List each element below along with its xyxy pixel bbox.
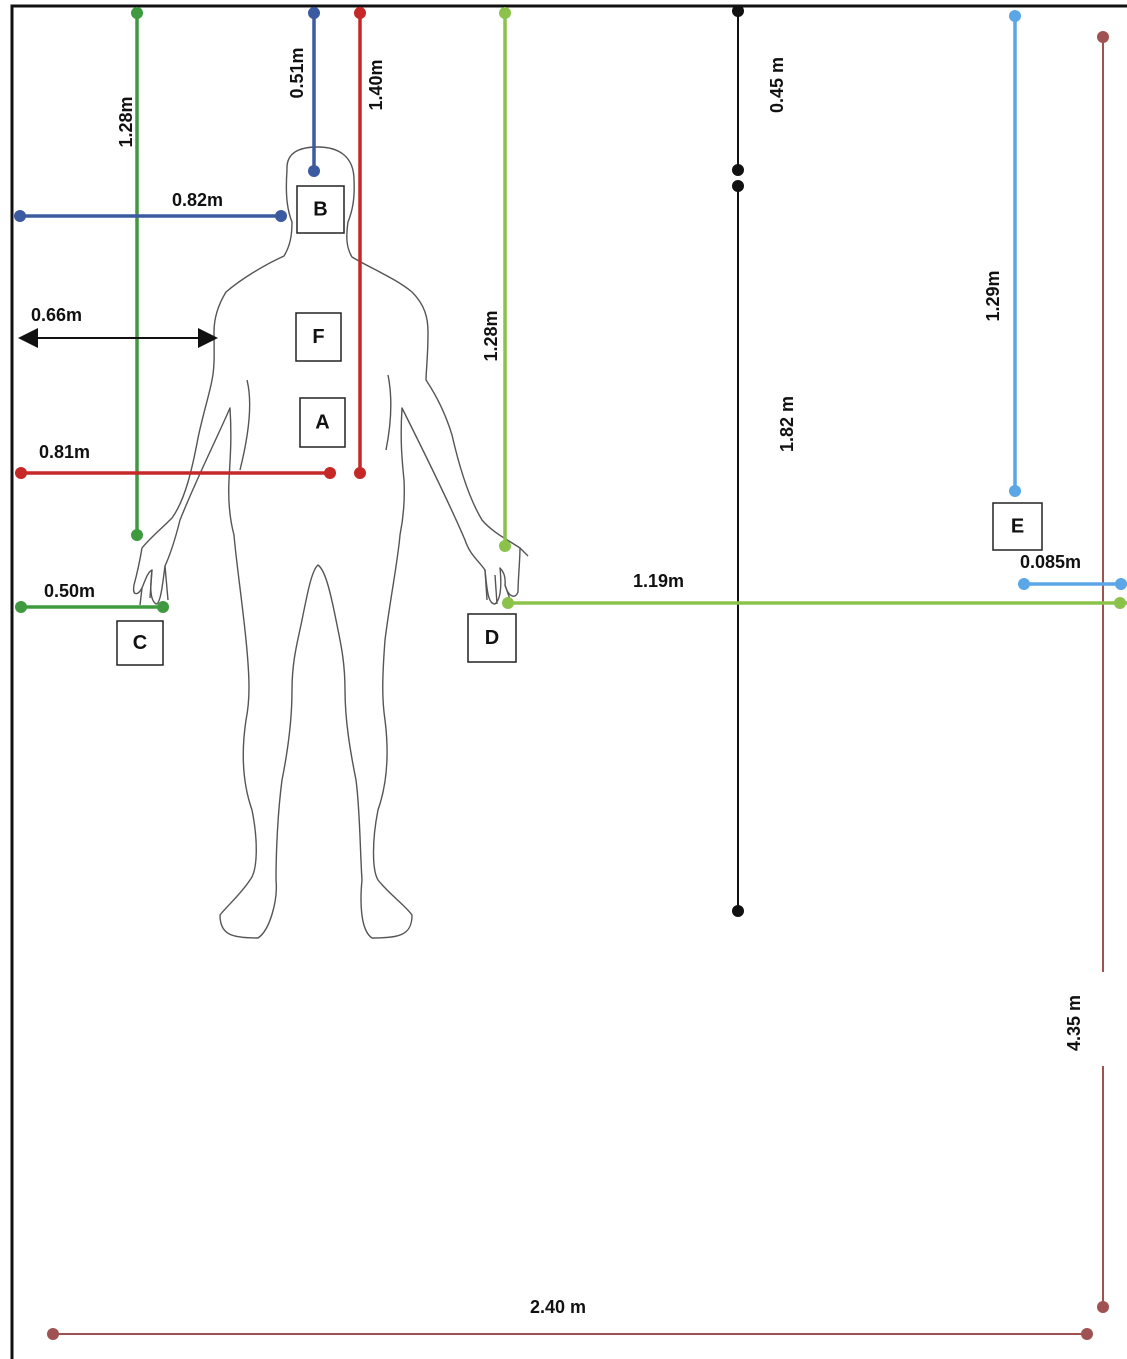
d-horizontal-right-dot [1114,597,1126,609]
zone-letters: B F A C D E [133,199,1024,655]
b-vertical-bottom-dot [308,165,320,177]
a-horizontal-label: 0.81m [39,442,90,462]
b-horizontal-left-dot [14,210,26,222]
wall-height-top-dot [1097,31,1109,43]
a-vertical-top-dot [354,7,366,19]
d-vertical-bottom-dot [499,540,511,552]
overhead-label: 0.45 m [767,57,787,113]
c-horizontal-right-dot [157,601,169,613]
a-horizontal-left-dot [15,467,27,479]
wall-height-label: 4.35 m [1064,995,1084,1051]
e-vertical-top-dot [1009,10,1021,22]
b-vertical-label: 0.51m [287,47,307,98]
zone-box-a [299,397,346,448]
body-height-top-dot [732,180,744,192]
c-vertical-bottom-dot [131,529,143,541]
zone-label-f: F [312,326,324,348]
c-horizontal-left-dot [15,601,27,613]
overhead-top-dot [732,5,744,17]
overhead-bottom-dot [732,164,744,176]
e-vertical-bottom-dot [1009,485,1021,497]
b-vertical-top-dot [308,7,320,19]
c-vertical-top-dot [131,7,143,19]
e-horizontal-left-dot [1018,578,1030,590]
a-horizontal-right-dot [324,467,336,479]
zone-label-a: A [315,412,329,434]
wall-height-bottom-dot [1097,1301,1109,1313]
d-vertical-label: 1.28m [481,310,501,361]
d-horizontal-left-dot [502,597,514,609]
zone-label-d: D [485,627,499,649]
e-horizontal-label: 0.085m [1020,552,1081,572]
zone-label-e: E [1011,516,1024,538]
floor-width-left-dot [47,1328,59,1340]
e-horizontal-right-dot [1115,578,1127,590]
d-horizontal-label: 1.19m [633,571,684,591]
zone-label-c: C [133,632,147,654]
zone-box-e [992,502,1043,551]
horizontal-labels: 0.82m 0.66m 0.81m 0.50m 1.19m 0.085m 2.4… [31,190,1081,1317]
b-horizontal-label: 0.82m [172,190,223,210]
c-vertical-label: 1.28m [116,96,136,147]
f-horizontal-label: 0.66m [31,305,82,325]
zone-box-d [467,613,517,663]
a-vertical-bottom-dot [354,467,366,479]
zone-boxes [116,185,1043,666]
floor-width-label: 2.40 m [530,1297,586,1317]
a-vertical-label: 1.40m [366,59,386,110]
body-height-bottom-dot [732,905,744,917]
b-horizontal-right-dot [275,210,287,222]
frame-border [10,4,1127,1359]
e-vertical-label: 1.29m [983,270,1003,321]
floor-width-right-dot [1081,1328,1093,1340]
human-silhouette [132,146,529,939]
wall-height-label-gap [1097,972,1109,1066]
zone-box-c [116,620,164,666]
zone-box-f [295,312,342,362]
vertical-labels: 1.28m 0.51m 1.40m 1.28m 0.45 m 1.82 m 1.… [116,47,1084,1051]
zone-label-b: B [313,199,327,221]
body-height-label: 1.82 m [777,396,797,452]
d-vertical-top-dot [499,7,511,19]
c-horizontal-label: 0.50m [44,581,95,601]
zone-box-b [296,185,345,234]
